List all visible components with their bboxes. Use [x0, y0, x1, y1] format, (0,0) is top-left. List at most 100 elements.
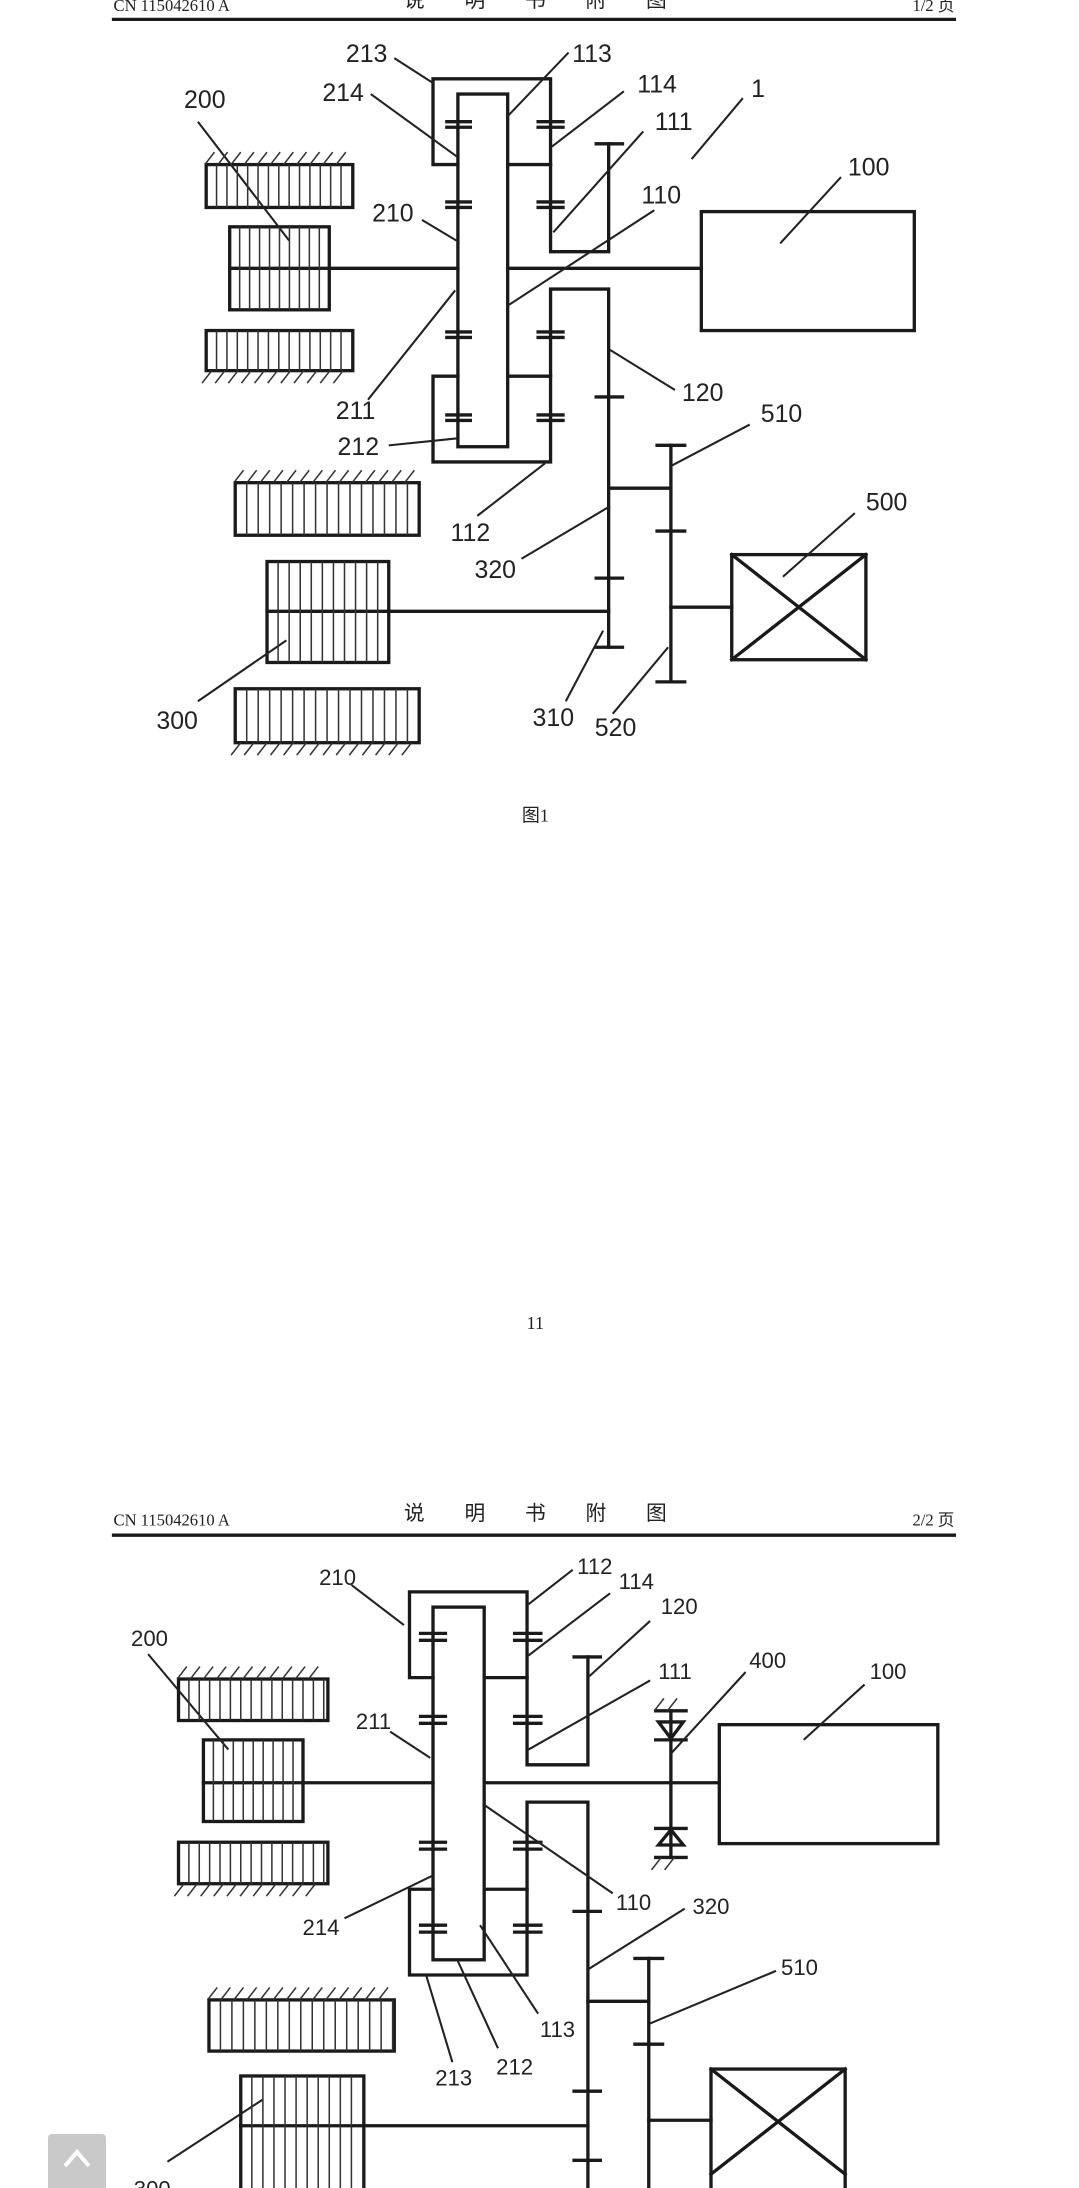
ground-tick [653, 1697, 665, 1712]
leader [456, 1960, 499, 2049]
patent-number: CN 115042610 A [114, 1511, 230, 1530]
ground-tick [215, 1666, 227, 1680]
label-113: 113 [540, 2017, 575, 2042]
label-112: 112 [451, 519, 491, 547]
ground-tick [240, 370, 252, 384]
sun-shaft-110 [456, 92, 510, 449]
leader [564, 630, 605, 702]
patent-number: CN 115042610 A [114, 0, 230, 15]
ground-tick [390, 469, 402, 484]
ground-tick [377, 469, 389, 484]
label-100: 100 [870, 1659, 907, 1684]
ground-tick [306, 370, 318, 384]
engine-100 [717, 1723, 940, 1846]
differential-box [730, 552, 868, 662]
ground-tick [283, 742, 294, 756]
leader [476, 462, 546, 517]
leader [670, 423, 751, 468]
ground-tick [322, 151, 334, 166]
label-214: 214 [322, 79, 364, 107]
ground-tick [204, 151, 216, 166]
ground-tick [283, 151, 294, 166]
ground-tick [243, 151, 255, 166]
leader [527, 1592, 611, 1657]
label-114: 114 [637, 71, 677, 99]
carrier-213 [431, 77, 611, 254]
page-header: CN 115042610 A 说 明 书 附 图 2/2 页 [111, 1501, 957, 1537]
ground-tick [332, 370, 344, 384]
ground-tick [309, 742, 321, 756]
ground-tick [189, 1666, 201, 1680]
planet-gears [445, 120, 565, 423]
leader [609, 349, 676, 391]
ground-tick [256, 151, 268, 166]
ground-tick [322, 742, 334, 756]
label-1: 1 [751, 75, 765, 103]
page-indicator: 1/2 页 [912, 0, 954, 15]
ground-tick [375, 742, 386, 756]
ground-tick [255, 1666, 267, 1680]
differential-500 [729, 552, 869, 663]
leader [649, 1969, 777, 2025]
ground-tick [361, 742, 373, 756]
label-320: 320 [693, 1894, 730, 1919]
ground-tick [227, 370, 239, 384]
ground-tick [220, 1986, 231, 2001]
ground-tick [267, 370, 279, 384]
ground-tick [388, 742, 400, 756]
ground-tick [305, 1883, 317, 1897]
label-300: 300 [134, 2176, 171, 2188]
ground-tick [307, 1666, 319, 1680]
ground-tick [335, 742, 347, 756]
ground-tick [364, 1986, 376, 2001]
ground-tick [200, 1883, 211, 1897]
reference-labels: 210 112 114 120 200 111 400 100 211 214 … [131, 1554, 906, 2188]
ground-tick [242, 1666, 254, 1680]
ground-tick [272, 469, 284, 484]
label-200: 200 [184, 86, 226, 114]
leader [425, 1974, 454, 2063]
ground-tick [246, 469, 258, 484]
page-2: CN 115042610 A 说 明 书 附 图 2/2 页 [111, 1501, 957, 2188]
label-212: 212 [338, 433, 380, 461]
leader [802, 1683, 866, 1741]
leader [367, 289, 456, 401]
leader [588, 1620, 651, 1678]
ground-tick [176, 1666, 188, 1680]
ground-tick [351, 469, 363, 484]
ground-tick [246, 1986, 258, 2001]
scroll-to-top-button[interactable] [48, 2134, 106, 2188]
carrier-213-and-shaft [407, 1800, 590, 2188]
label-510: 510 [781, 1955, 818, 1980]
label-113: 113 [572, 40, 612, 68]
one-way-clutch-bottom [654, 1827, 687, 1847]
differential-500 [708, 2066, 848, 2188]
ground-tick [243, 742, 255, 756]
leader [166, 2098, 264, 2163]
label-210: 210 [372, 199, 414, 227]
ground-tick [666, 1697, 678, 1712]
leader [782, 512, 856, 578]
leader [370, 93, 458, 158]
label-110: 110 [616, 1890, 651, 1915]
ground-tick [296, 151, 308, 166]
ground-tick [268, 1666, 280, 1680]
label-210: 210 [319, 1565, 356, 1590]
leader [388, 437, 457, 447]
stator-bottom [176, 1840, 330, 1886]
ground-tick [292, 1883, 303, 1897]
header-title: 说 明 书 附 图 [404, 1501, 683, 1525]
label-213: 213 [346, 40, 388, 68]
ground-tick [230, 742, 242, 756]
ground-tick [259, 1986, 271, 2001]
leader [507, 209, 655, 307]
ground-tick [217, 151, 229, 166]
carrier-210 [407, 1590, 590, 1767]
ground-tick [404, 469, 415, 484]
ground-tick [186, 1883, 198, 1897]
ground-tick [312, 469, 323, 484]
label-310: 310 [533, 704, 575, 732]
ground-tick [256, 742, 268, 756]
ground-tick [348, 742, 360, 756]
ground-tick [338, 469, 350, 484]
